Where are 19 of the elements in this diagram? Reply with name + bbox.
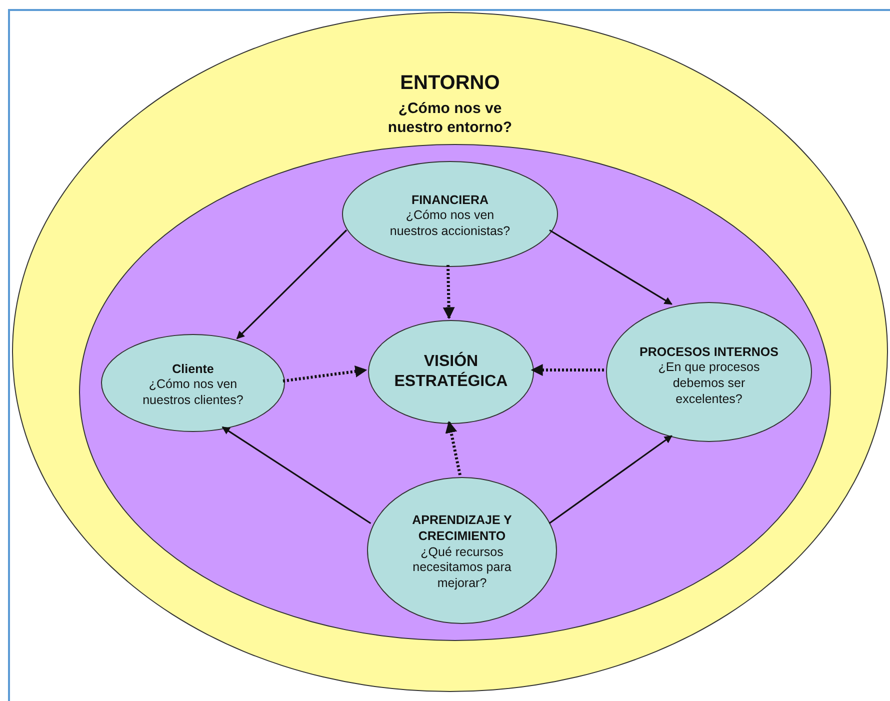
node-question: ¿Qué recursos necesitamos para mejorar? xyxy=(412,544,512,592)
arrow xyxy=(549,229,672,305)
node-question: ¿En que procesos debemos ser excelentes? xyxy=(657,360,761,408)
arrow xyxy=(445,420,462,476)
node-title: APRENDIZAJE Y CRECIMIENTO xyxy=(411,513,513,545)
node-question: ¿Cómo nos ven nuestros accionistas? xyxy=(388,208,512,240)
arrow xyxy=(282,365,368,382)
node-question: ¿Cómo nos ven nuestros clientes? xyxy=(142,377,244,408)
arrow xyxy=(548,435,672,524)
arrow xyxy=(222,426,372,524)
node-title: Cliente xyxy=(171,362,215,378)
node-title: ENTORNO xyxy=(400,71,500,96)
node-title: FINANCIERA xyxy=(410,192,490,208)
node-question: ¿Cómo nos ve nuestro entorno? xyxy=(386,100,514,138)
node-title: PROCESOS INTERNOS xyxy=(639,344,779,360)
arrow xyxy=(442,264,455,320)
arrow xyxy=(530,364,604,376)
node-title: VISIÓN ESTRATÉGICA xyxy=(393,352,509,392)
arrow xyxy=(236,230,348,340)
